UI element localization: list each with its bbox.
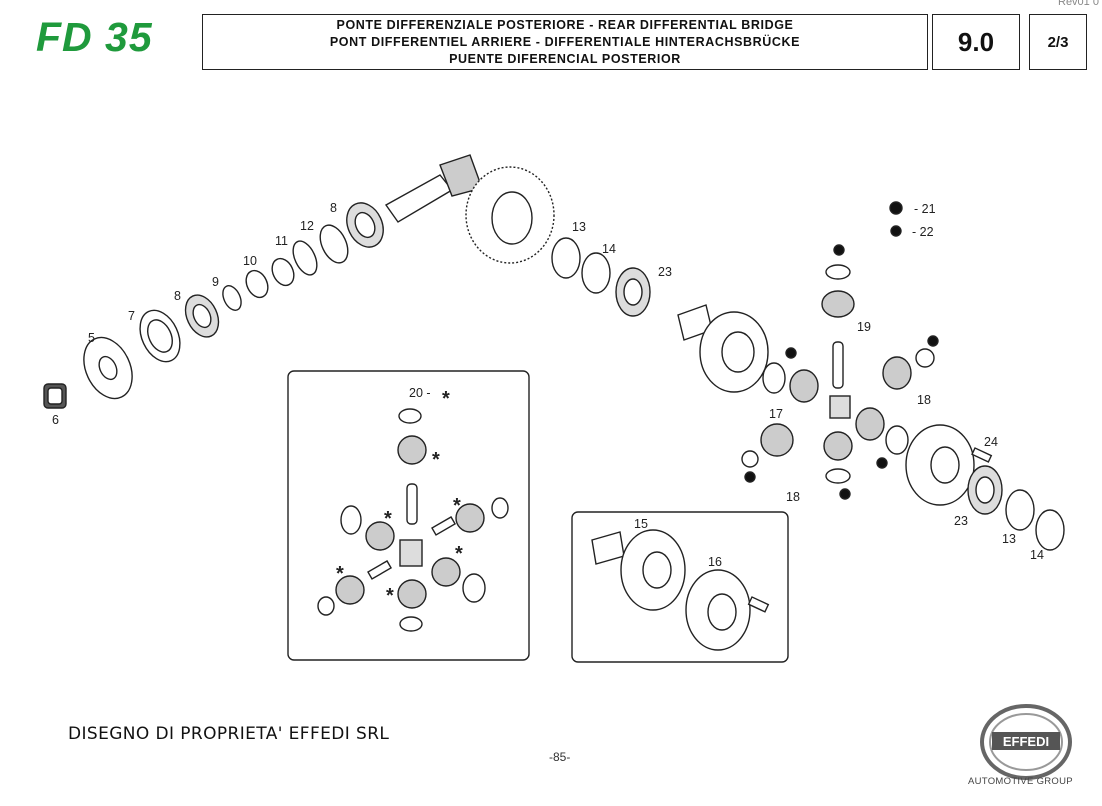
callout-8a: 8 — [174, 289, 181, 303]
shim-12-part — [319, 224, 349, 264]
revision-label: Rev01 0 — [1058, 0, 1099, 8]
callout-24: 24 — [984, 435, 998, 449]
callout-11: 11 — [275, 234, 288, 248]
effedi-logo: EFFEDI — [980, 704, 1072, 780]
asterisk-icon: * — [336, 563, 344, 585]
gear-19-part — [821, 290, 855, 318]
pinion-part — [384, 174, 454, 223]
asterisk-icon: * — [386, 585, 394, 607]
callout-13b: 13 — [1002, 532, 1016, 546]
callout-6: 6 — [52, 413, 59, 427]
ring-13-part — [551, 237, 581, 279]
callout-18b: 18 — [786, 490, 800, 504]
section-number: 9.0 — [932, 14, 1020, 70]
spacer-part — [245, 257, 295, 299]
model-title: FD 35 — [36, 14, 153, 60]
marker-22-icon — [890, 225, 902, 237]
marker-21-icon — [889, 201, 903, 215]
legend-22-label: - 22 — [912, 225, 934, 239]
callout-10: 10 — [243, 254, 257, 268]
page-number: -85- — [549, 750, 571, 764]
nut-part — [43, 383, 67, 409]
title-line-1: PONTE DIFFERENZIALE POSTERIORE - REAR DI… — [336, 17, 794, 32]
inset-box-right — [571, 511, 789, 663]
callout-15: 15 — [634, 517, 648, 531]
ring-14-part — [581, 252, 611, 294]
ring-14b-part — [1035, 509, 1065, 551]
callout-16: 16 — [708, 555, 722, 569]
gear-left-part — [789, 369, 819, 403]
pin-part — [832, 341, 844, 389]
inset-box-left — [287, 370, 530, 661]
logo-text: EFFEDI — [1003, 734, 1049, 749]
ownership-notice: DISEGNO DI PROPRIETA' EFFEDI SRL — [68, 724, 390, 744]
callout-8b: 8 — [330, 201, 337, 215]
asterisk-icon: * — [455, 543, 463, 565]
title-line-3: PUENTE DIFERENCIAL POSTERIOR — [449, 51, 681, 66]
asterisk-icon: * — [384, 508, 392, 530]
callout-23b: 23 — [954, 514, 968, 528]
callout-7: 7 — [128, 309, 135, 323]
gear-17-part — [760, 423, 794, 457]
callout-23a: 23 — [658, 265, 672, 279]
shim-11-part — [292, 240, 318, 276]
ring-13b-part — [1005, 489, 1035, 531]
callout-17: 17 — [769, 407, 783, 421]
page-fraction: 2/3 — [1029, 14, 1087, 70]
asterisk-icon: * — [432, 449, 440, 471]
washer-part — [222, 285, 242, 311]
legend-21-label: - 21 — [914, 202, 936, 216]
callout-14b: 14 — [1030, 548, 1044, 562]
callout-13a: 13 — [572, 220, 586, 234]
group-label: AUTOMOTIVE GROUP — [968, 776, 1073, 787]
gear-right-part — [882, 356, 912, 390]
callout-14a: 14 — [602, 242, 616, 256]
callout-20: 20 - — [409, 386, 431, 400]
asterisk-icon: * — [453, 495, 461, 517]
callout-18a: 18 — [917, 393, 931, 407]
title-line-2: PONT DIFFERENTIEL ARRIERE - DIFFERENTIAL… — [329, 34, 801, 49]
callout-9: 9 — [212, 275, 219, 289]
title-box: PONTE DIFFERENZIALE POSTERIORE - REAR DI… — [202, 14, 928, 70]
asterisk-icon: * — [442, 388, 450, 410]
callout-12: 12 — [300, 219, 314, 233]
callout-5: 5 — [88, 331, 95, 345]
callout-19: 19 — [857, 320, 871, 334]
